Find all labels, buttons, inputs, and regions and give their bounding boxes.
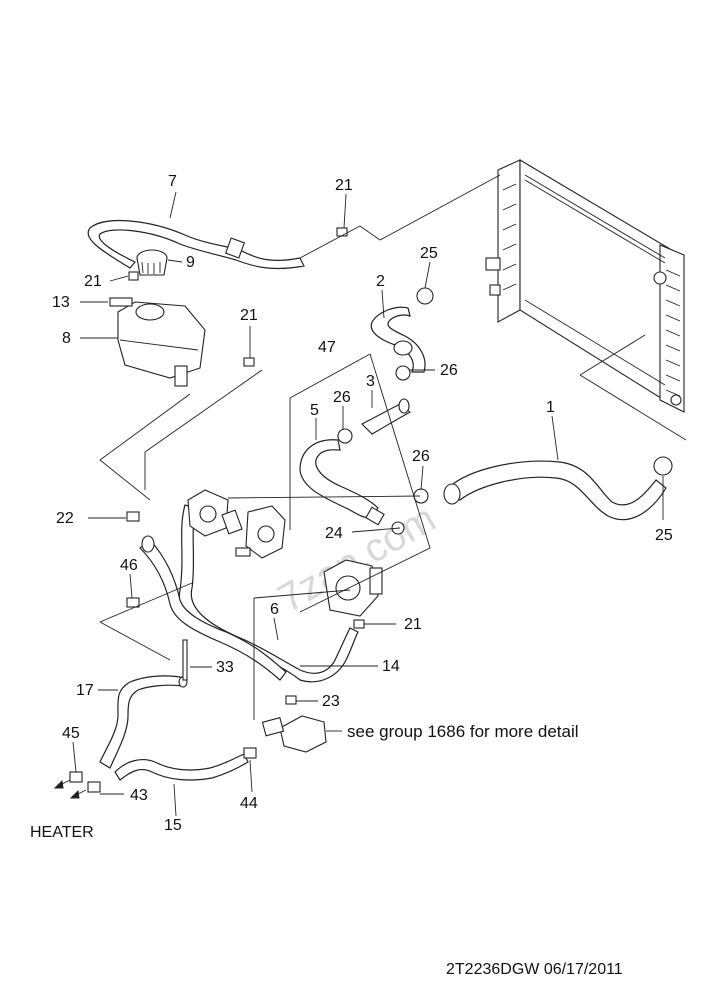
callout-24: 24 [325,525,343,542]
callout-6: 6 [270,601,279,618]
callout-45: 45 [62,725,80,742]
expansion-tank [117,301,206,387]
callout-7: 7 [168,173,177,190]
hose-5 [299,439,379,519]
callout-43: 43 [130,787,148,804]
thermostat-housing [187,489,286,559]
callout-14: 14 [382,658,400,675]
hose-15 [114,753,249,781]
callout-8: 8 [62,330,71,347]
assembly-outlines [99,174,687,720]
callout-25: 25 [420,245,438,262]
callout-1: 1 [546,399,555,416]
callout-17: 17 [76,682,94,699]
callout-21: 21 [84,273,102,290]
hose-7 [87,219,305,270]
coolant-outlet [261,715,327,753]
callout-21: 21 [335,177,353,194]
callout-26: 26 [333,389,351,406]
callout-44: 44 [240,795,258,812]
heater-label: HEATER [30,824,94,841]
callout-21: 21 [404,616,422,633]
hose-6 [139,539,287,681]
callout-22: 22 [56,510,74,527]
callout-9: 9 [186,254,195,271]
callout-13: 13 [52,294,70,311]
level-sensor [109,297,133,307]
leader-lines [72,191,664,817]
callout-26: 26 [412,448,430,465]
callout-2: 2 [376,273,385,290]
callout-47: 47 [318,339,336,356]
callout-15: 15 [164,817,182,834]
callout-23: 23 [322,693,340,710]
flow-arrows [53,779,87,799]
callout-25: 25 [655,527,673,544]
callout-46: 46 [120,557,138,574]
hose-2 [370,306,426,373]
reference-note: see group 1686 for more detail [347,722,579,741]
callout-3: 3 [366,373,375,390]
hose-1 [447,460,667,521]
throttle-body [323,559,383,617]
drawing-id-footer: 2T2236DGW 06/17/2011 [446,961,623,978]
radiator-fins [502,183,681,397]
callout-labels: 7 21 25 9 21 2 13 21 8 47 26 3 26 1 5 26… [52,173,673,834]
callout-5: 5 [310,402,319,419]
callout-26: 26 [440,362,458,379]
callout-33: 33 [216,659,234,676]
callout-21: 21 [240,307,258,324]
tank-cap [136,249,168,276]
radiator [485,159,685,413]
